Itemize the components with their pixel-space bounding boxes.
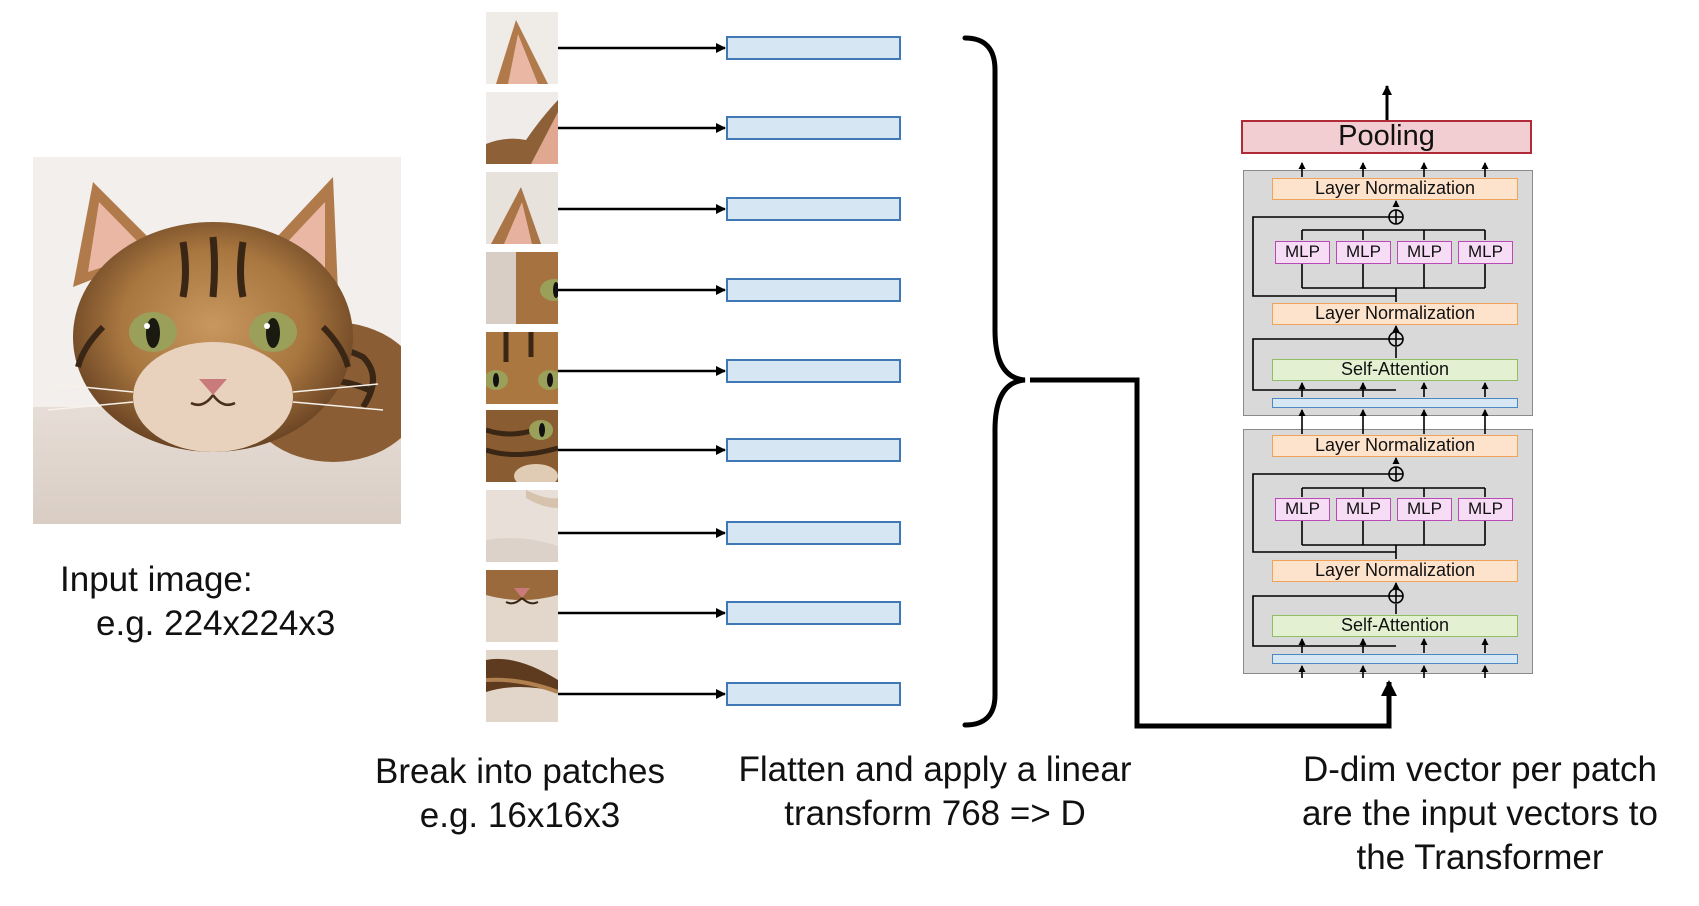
layer-normalization: Layer Normalization (1272, 435, 1518, 457)
layer-normalization: Layer Normalization (1272, 560, 1518, 582)
patches-caption-line2: e.g. 16x16x3 (419, 796, 621, 835)
input-cat-image (33, 157, 401, 524)
vector-caption: D-dim vector per patch are the input vec… (1270, 748, 1690, 880)
mlp-block: MLP (1397, 241, 1452, 264)
input-image-caption: Input image: e.g. 224x224x3 (60, 558, 380, 646)
patch-thumbnail (486, 410, 558, 482)
mlp-block: MLP (1275, 498, 1330, 521)
patch-thumbnail (486, 92, 558, 164)
patch-embedding-vector (726, 36, 901, 60)
patch-thumbnail (486, 252, 558, 324)
pooling-block: Pooling (1241, 120, 1532, 154)
patch-thumbnail (486, 570, 558, 642)
layer-normalization: Layer Normalization (1272, 303, 1518, 325)
input-token-bar (1272, 398, 1518, 408)
patch-thumbnail (486, 172, 558, 244)
flatten-caption-line2: transform 768 => D (784, 794, 1086, 833)
patch-embedding-vector (726, 116, 901, 140)
patch-thumbnail (486, 650, 558, 722)
vector-caption-line1: D-dim vector per patch (1302, 750, 1658, 789)
vector-caption-line3: the Transformer (1356, 838, 1604, 877)
patch-embedding-vector (726, 521, 901, 545)
flatten-caption-line1: Flatten and apply a linear (738, 750, 1132, 789)
patch-thumbnail (486, 12, 558, 84)
vector-caption-line2: are the input vectors to (1301, 794, 1659, 833)
patch-thumbnail (486, 490, 558, 562)
flatten-caption: Flatten and apply a linear transform 768… (715, 748, 1155, 836)
mlp-block: MLP (1275, 241, 1330, 264)
patch-embedding-vector (726, 278, 901, 302)
self-attention: Self-Attention (1272, 359, 1518, 381)
mlp-block: MLP (1458, 241, 1513, 264)
layer-normalization: Layer Normalization (1272, 178, 1518, 200)
mlp-block: MLP (1458, 498, 1513, 521)
mlp-block: MLP (1336, 241, 1391, 264)
patches-caption-line1: Break into patches (375, 752, 665, 791)
patch-embedding-vector (726, 601, 901, 625)
patches-caption: Break into patches e.g. 16x16x3 (350, 750, 690, 838)
grouping-brace (962, 35, 1026, 728)
mlp-block: MLP (1336, 498, 1391, 521)
patch-embedding-vector (726, 197, 901, 221)
transformer-block-bottom (1243, 429, 1533, 674)
input-token-bar (1272, 654, 1518, 664)
patch-embedding-vector (726, 438, 901, 462)
input-caption-line1: Input image: (60, 560, 253, 599)
self-attention: Self-Attention (1272, 615, 1518, 637)
patch-thumbnail (486, 332, 558, 404)
patch-embedding-vector (726, 682, 901, 706)
input-caption-line2: e.g. 224x224x3 (96, 604, 336, 643)
patch-embedding-vector (726, 359, 901, 383)
mlp-block: MLP (1397, 498, 1452, 521)
